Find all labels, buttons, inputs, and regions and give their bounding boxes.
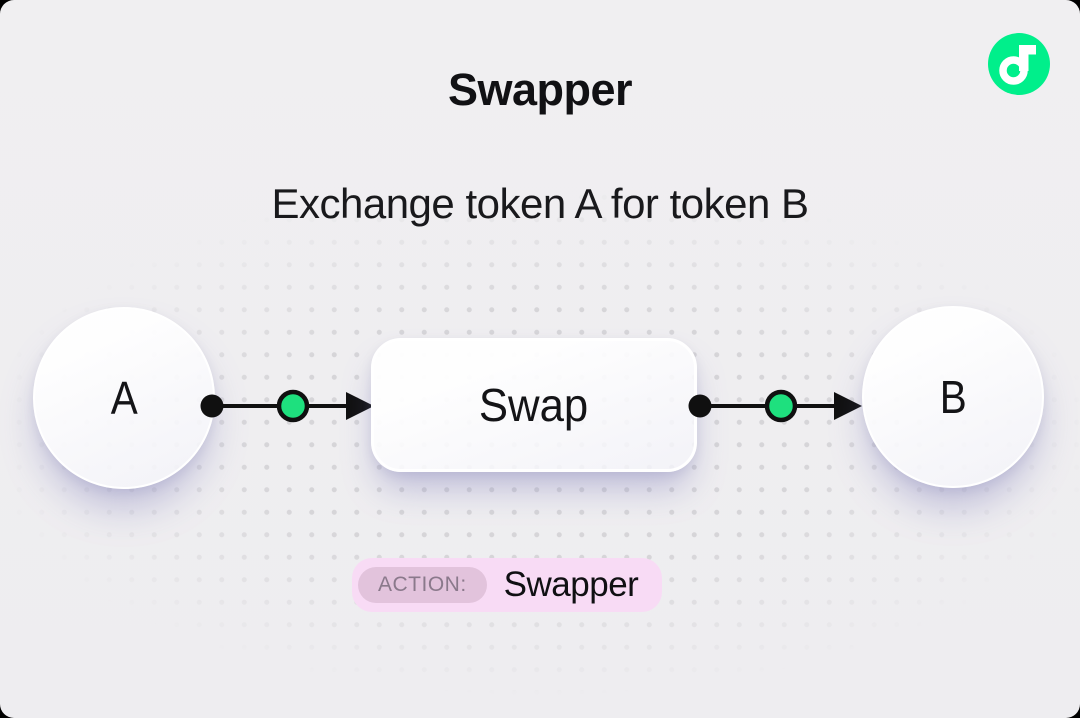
action-badge-value: Swapper — [503, 565, 639, 604]
node-token-a: A — [33, 307, 215, 489]
node-token-b: B — [862, 306, 1044, 488]
flow-logo-icon — [988, 33, 1050, 95]
node-token-b-label: B — [939, 371, 967, 423]
connector-a-to-swap — [200, 389, 374, 423]
node-token-a-label: A — [110, 372, 138, 424]
action-badge: ACTION: Swapper — [352, 558, 663, 612]
page-title: Swapper — [447, 64, 633, 115]
action-badge-label: ACTION: — [358, 567, 487, 603]
page-subtitle: Exchange token A for token B — [271, 180, 809, 227]
swap-action-label: Swap — [479, 379, 589, 431]
connector-swap-to-b — [688, 389, 862, 423]
swap-action-box: Swap — [371, 338, 697, 472]
